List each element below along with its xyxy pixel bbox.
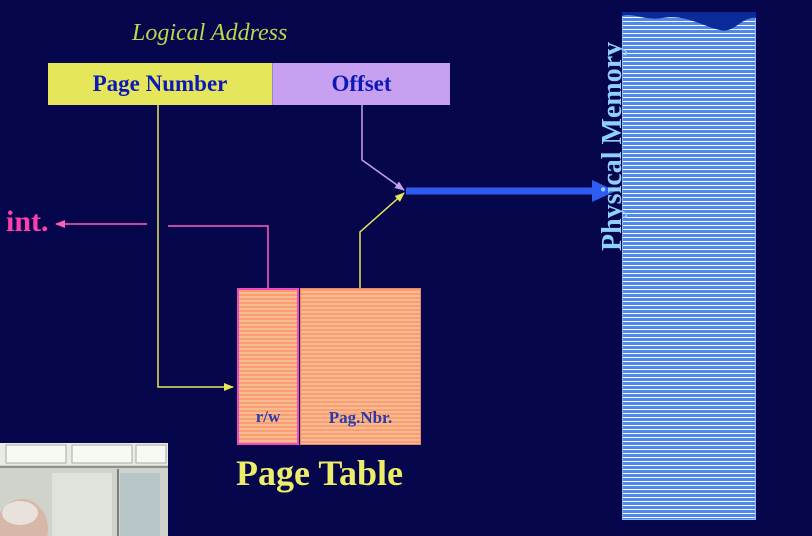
page-table-rw-column: r/w <box>237 288 299 445</box>
frame-to-merge-line <box>359 192 405 288</box>
memory-top-wave <box>622 12 756 31</box>
page-table-frame-column: Pag.Nbr. <box>300 288 421 445</box>
presenter-photo <box>0 443 168 536</box>
page-number-field: Page Number <box>48 63 272 105</box>
physical-address-arrow-head <box>592 180 616 202</box>
physical-memory-label: Physical Memory <box>596 41 628 251</box>
physical-memory-label-wrap: Physical Memory <box>597 42 629 251</box>
offset-field: Offset <box>272 63 450 105</box>
frame-column-label: Pag.Nbr. <box>328 408 393 427</box>
logical-address-title: Logical Address <box>132 20 288 46</box>
presenter-video-inset <box>0 443 168 536</box>
page-table-title: Page Table <box>236 453 404 493</box>
rw-column-label: r/w <box>255 407 281 426</box>
rw-to-interrupt-line <box>168 225 269 288</box>
offset-to-merge-line <box>361 105 405 191</box>
page-number-to-table-line <box>157 105 234 391</box>
physical-memory-block <box>622 12 756 520</box>
interrupt-label: int. <box>6 205 49 238</box>
